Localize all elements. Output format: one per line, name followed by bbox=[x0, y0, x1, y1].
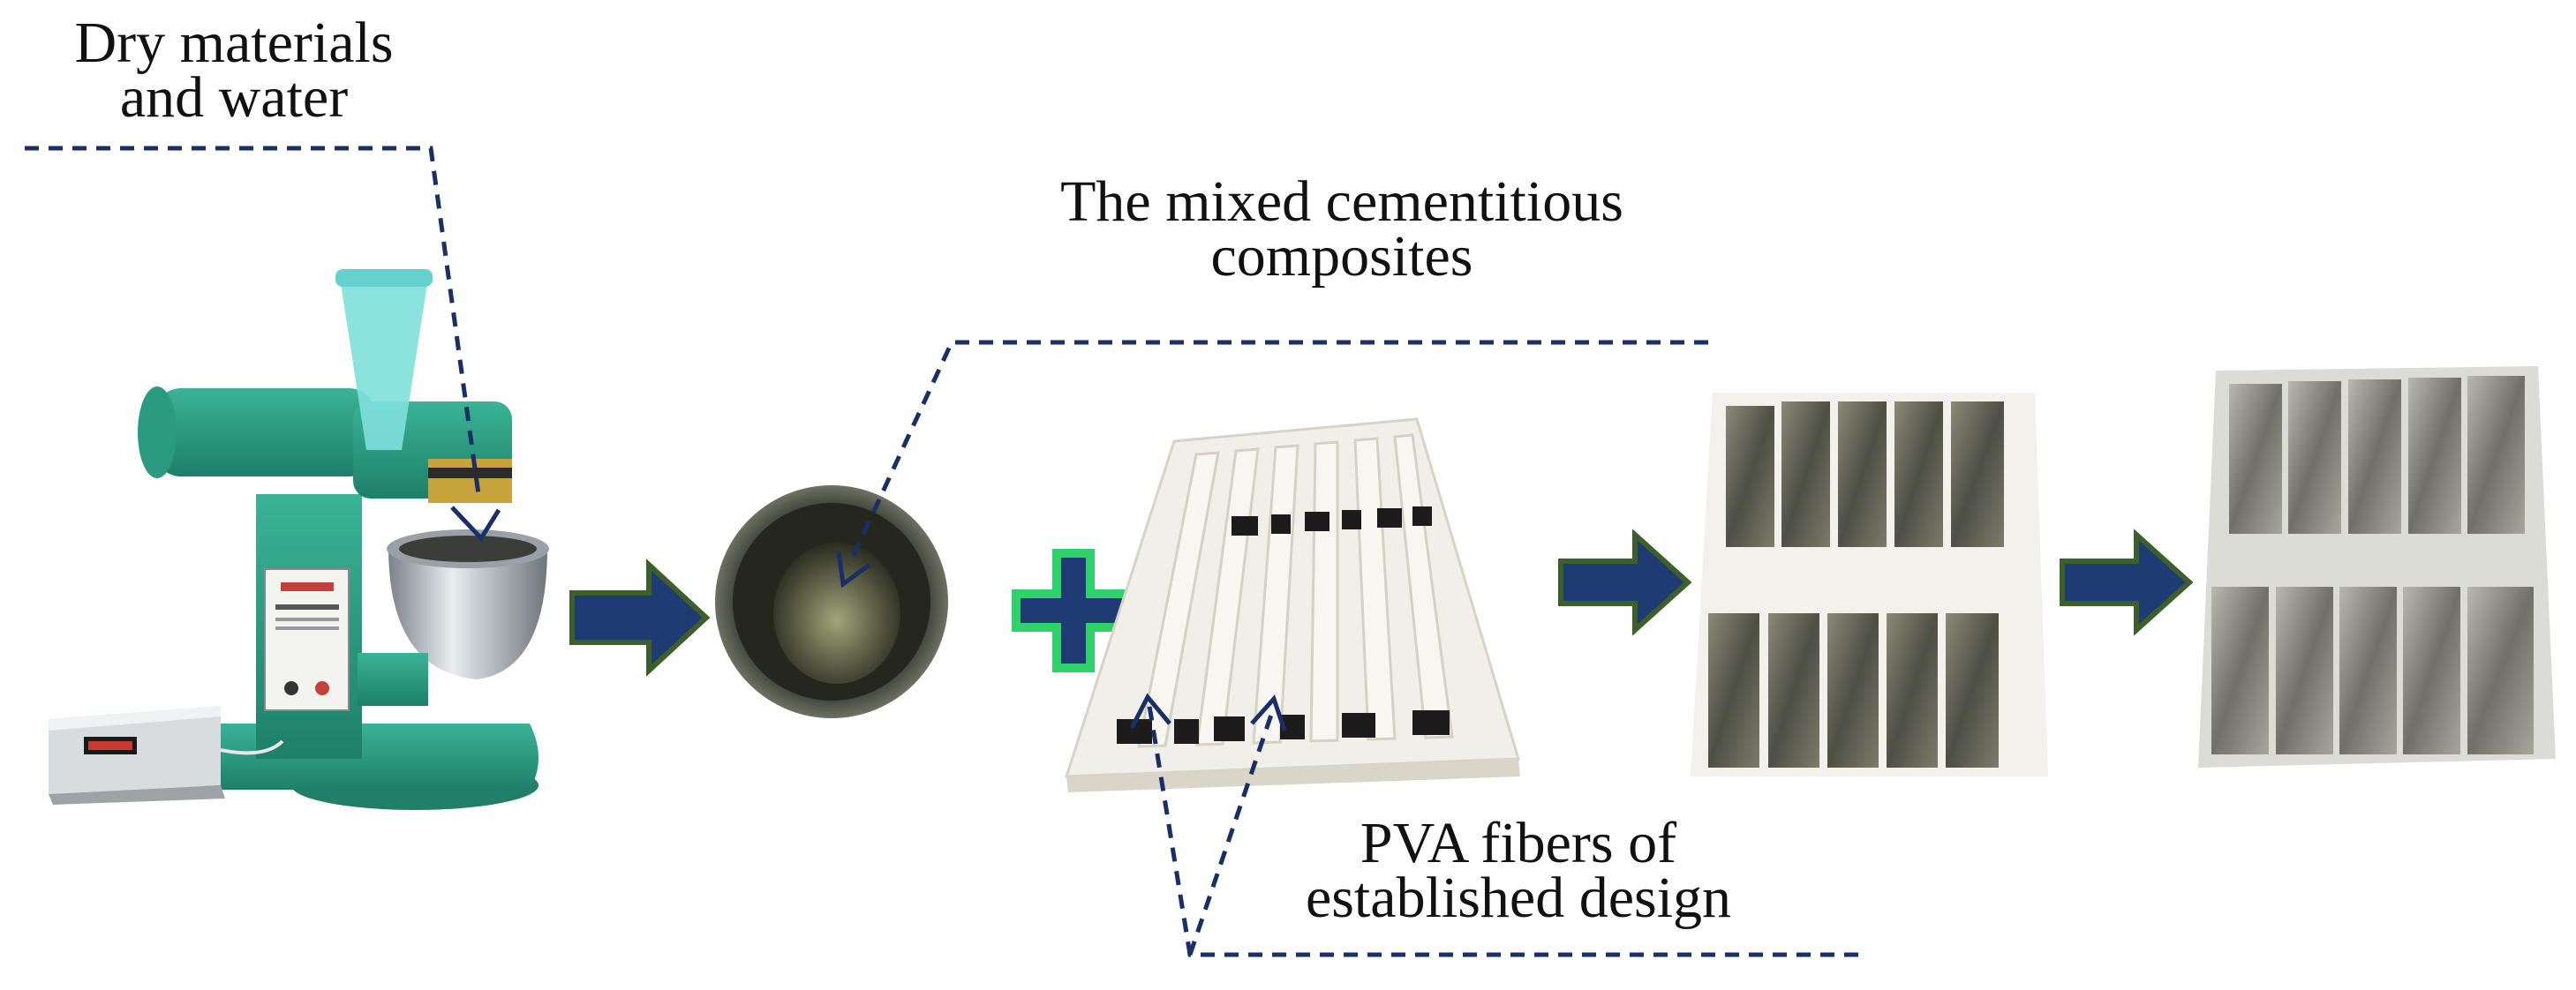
leader-arrowhead-dry-materials bbox=[450, 506, 501, 543]
right-arrow-icon bbox=[2060, 529, 2194, 636]
label-mixed-composites-line2: composites bbox=[1210, 224, 1473, 289]
pva-fiber-mould bbox=[1064, 417, 1520, 792]
label-pva-fibers: PVA fibers of established design bbox=[1218, 811, 1819, 930]
label-pva-fibers-line2: established design bbox=[1305, 866, 1732, 930]
label-dry-materials-line2: and water bbox=[119, 65, 349, 130]
cast-specimens-in-mould bbox=[1691, 393, 2048, 776]
leader-arrowhead-pva-left bbox=[1129, 693, 1171, 730]
leader-arrowhead-pva-right bbox=[1250, 694, 1287, 731]
right-arrow-icon bbox=[569, 559, 711, 677]
leader-line-pva-fibers bbox=[1147, 705, 1858, 957]
mortar-mixer-illustration bbox=[49, 269, 549, 810]
label-mixed-composites: The mixed cementitious composites bbox=[953, 169, 1730, 289]
label-pva-fibers-line1: PVA fibers of bbox=[1360, 811, 1677, 875]
label-mixed-composites-line1: The mixed cementitious bbox=[1060, 169, 1623, 234]
plus-icon bbox=[1012, 549, 1135, 672]
leader-line-dry-materials bbox=[25, 146, 481, 495]
mixed-composite-bowl bbox=[715, 485, 948, 718]
cured-specimens bbox=[2198, 366, 2556, 768]
right-arrow-icon bbox=[1558, 529, 1692, 636]
leader-arrowhead-mixed-composites bbox=[836, 551, 871, 589]
label-dry-materials: Dry materials and water bbox=[18, 11, 450, 130]
leader-line-mixed-composites bbox=[847, 340, 1708, 566]
label-dry-materials-line1: Dry materials bbox=[74, 11, 394, 75]
